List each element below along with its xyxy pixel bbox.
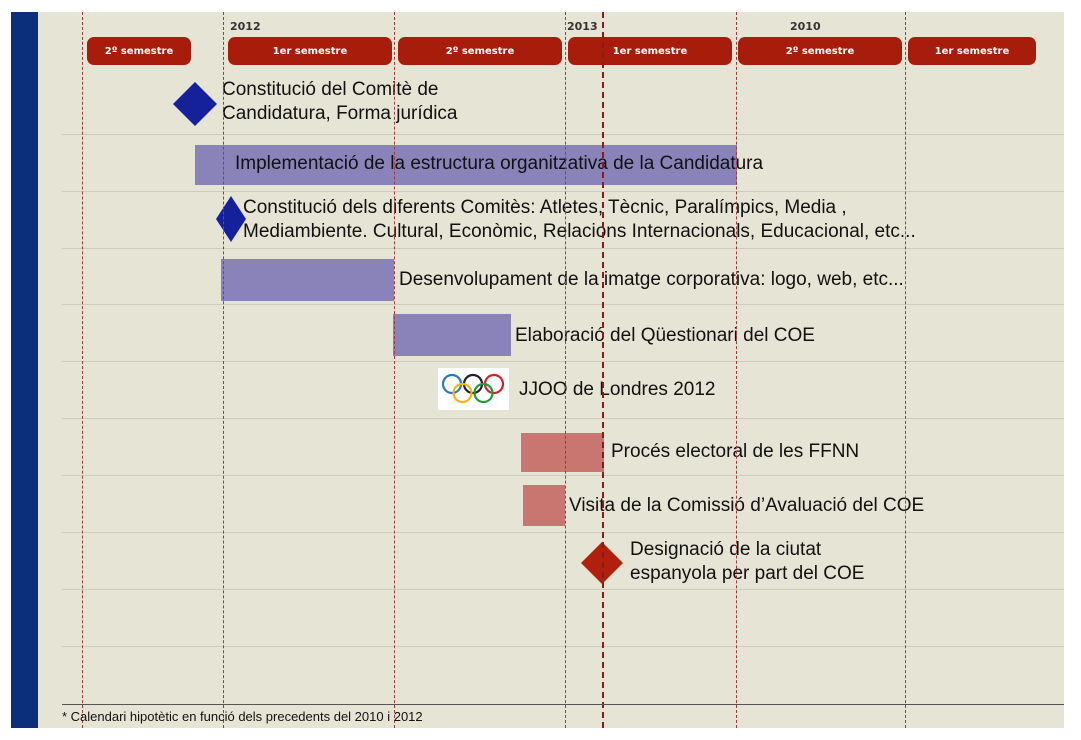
row-separator xyxy=(62,646,1064,647)
blue-diamond-icon xyxy=(173,82,217,126)
row-separator xyxy=(62,361,1064,362)
semester-pill: 2º semestre xyxy=(87,37,191,65)
timeline-panel: 2012 2013 2010 2º semestre 1er semestre … xyxy=(38,12,1064,728)
semester-gridline xyxy=(565,12,566,728)
semester-pill: 1er semestre xyxy=(568,37,732,65)
year-label: 2012 xyxy=(230,20,261,33)
row-separator xyxy=(62,418,1064,419)
row-separator xyxy=(62,532,1064,533)
semester-pill: 2º semestre xyxy=(738,37,902,65)
olympic-rings-icon xyxy=(438,368,509,410)
year-label: 2010 xyxy=(790,20,821,33)
semester-gridline xyxy=(394,12,395,728)
blue-diamond-icon xyxy=(216,196,246,242)
row-separator xyxy=(62,191,1064,192)
row-separator xyxy=(62,475,1064,476)
row-separator xyxy=(62,134,1064,135)
task-label: Implementació de la estructura organitza… xyxy=(235,153,764,174)
purple-task-bar xyxy=(195,145,737,185)
task-label: Elaboració del Qüestionari del COE xyxy=(515,325,815,346)
task-label: Constitució dels diferents Comitès: Atle… xyxy=(243,197,916,242)
semester-gridline xyxy=(736,12,737,728)
blue-diamond-shape xyxy=(216,196,246,242)
semester-pill: 1er semestre xyxy=(228,37,392,65)
task-label: Visita de la Comissió d’Avaluació del CO… xyxy=(569,495,925,516)
row-separator xyxy=(62,589,1064,590)
task-label: Procés electoral de les FFNN xyxy=(611,441,860,462)
left-accent-bar xyxy=(11,12,38,728)
red-task-bar xyxy=(523,485,565,526)
year-label: 2013 xyxy=(567,20,598,33)
semester-gridline xyxy=(82,12,83,728)
red-task-bar xyxy=(521,433,604,472)
blue-diamond-shape xyxy=(173,82,217,126)
task-label: JJOO de Londres 2012 xyxy=(519,379,716,400)
footnote-rule xyxy=(62,704,1064,705)
semester-gridline xyxy=(905,12,906,728)
row-separator xyxy=(62,248,1064,249)
semester-pill: 2º semestre xyxy=(398,37,562,65)
row-separator xyxy=(62,304,1064,305)
purple-task-bar xyxy=(393,314,511,356)
semester-gridline xyxy=(223,12,224,728)
today-marker-line xyxy=(602,12,604,728)
task-label: Desenvolupament de la imatge corporativa… xyxy=(399,269,904,290)
purple-task-bar xyxy=(221,259,394,301)
footnote: * Calendari hipotètic en funció dels pre… xyxy=(62,709,423,724)
semester-pill: 1er semestre xyxy=(908,37,1036,65)
